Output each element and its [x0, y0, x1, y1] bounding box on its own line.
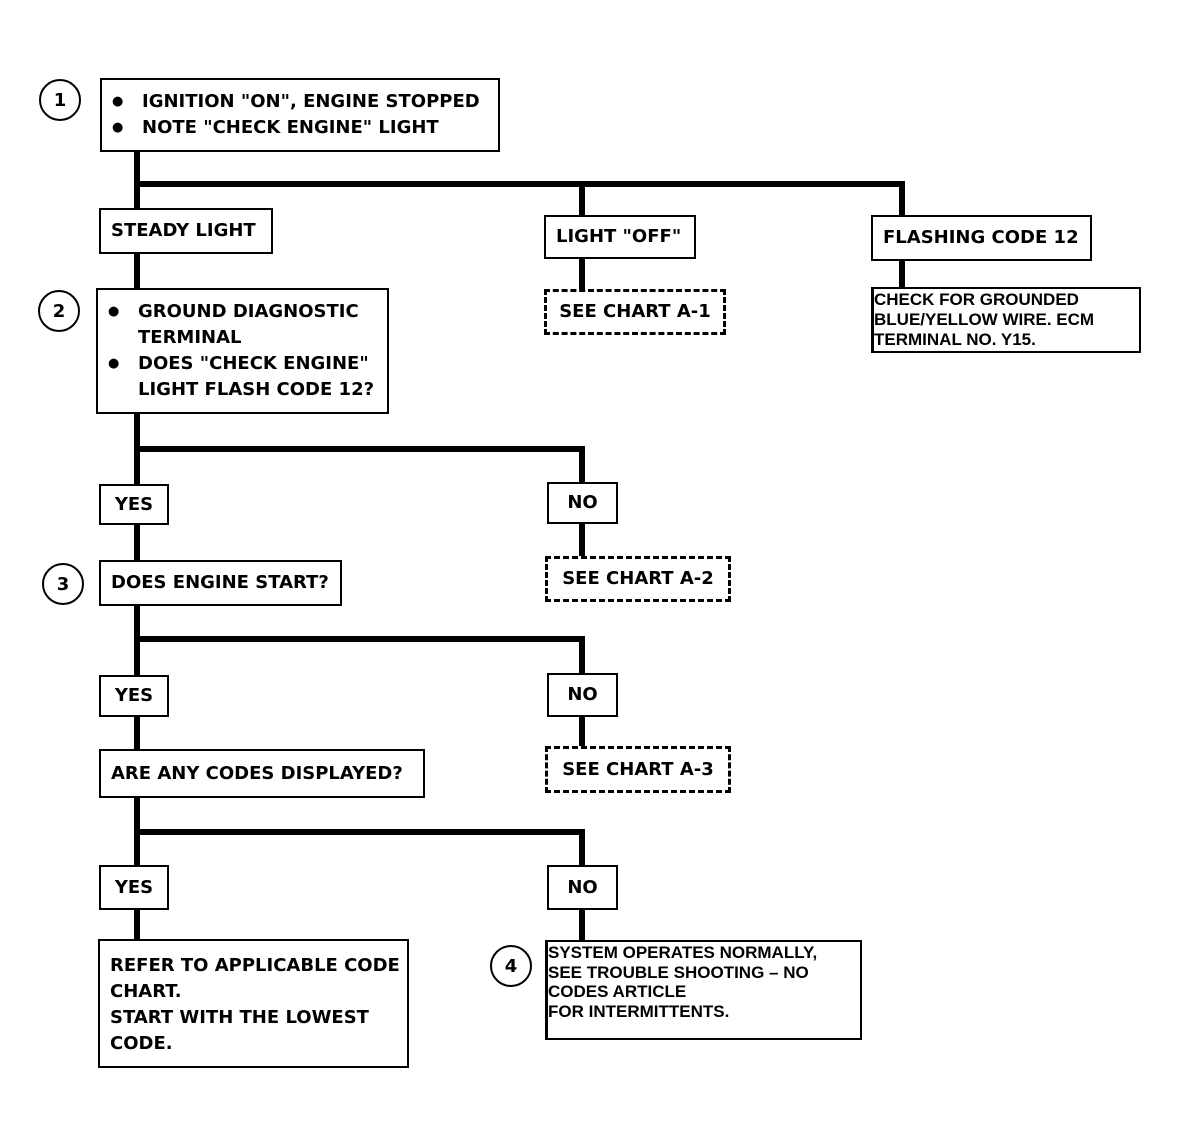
box3-no-box: NO [547, 673, 618, 717]
check-grounded-line-3: TERMINAL NO. Y15. [874, 330, 1036, 349]
see-chart-a2-box: SEE CHART A-2 [545, 556, 731, 602]
box-ignition-check: IGNITION "ON", ENGINE STOPPED NOTE "CHEC… [100, 78, 500, 152]
refer-line-1: REFER TO APPLICABLE CODE [110, 955, 400, 976]
box-codes-displayed-question: ARE ANY CODES DISPLAYED? [99, 749, 425, 798]
steady-light-box: STEADY LIGHT [99, 208, 273, 254]
box2-yes-box: YES [99, 484, 169, 525]
light-off-box: LIGHT "OFF" [544, 215, 696, 259]
system-operates-normally-box: SYSTEM OPERATES NORMALLY, SEE TROUBLE SH… [545, 940, 862, 1040]
check-grounded-line-2: BLUE/YELLOW WIRE. ECM [874, 310, 1095, 329]
see-chart-a1-box: SEE CHART A-1 [544, 289, 726, 335]
flash-code-question-line-2: LIGHT FLASH CODE 12? [138, 379, 375, 400]
refer-line-3: START WITH THE LOWEST [110, 1007, 369, 1028]
refer-code-chart-box: REFER TO APPLICABLE CODE CHART. START WI… [98, 939, 409, 1068]
check-grounded-line-1: CHECK FOR GROUNDED [874, 290, 1079, 309]
refer-line-2: CHART. [110, 981, 182, 1002]
box2-no-box: NO [547, 482, 618, 524]
refer-line-4: CODE. [110, 1033, 173, 1054]
step-1-marker: 1 [39, 79, 81, 121]
ignition-on-item: IGNITION "ON", ENGINE STOPPED [112, 89, 488, 115]
note-check-engine-item: NOTE "CHECK ENGINE" LIGHT [112, 115, 488, 141]
system-ok-line-3: CODES ARTICLE [548, 982, 687, 1001]
box3-yes-box: YES [99, 675, 169, 717]
system-ok-line-4: FOR INTERMITTENTS. [548, 1001, 730, 1021]
codes-no-box: NO [547, 865, 618, 910]
step-4-marker: 4 [490, 945, 532, 987]
ground-diagnostic-line-2: TERMINAL [138, 327, 242, 348]
box-ground-diagnostic: GROUND DIAGNOSTIC TERMINAL DOES "CHECK E… [96, 288, 389, 414]
box-engine-start-question: DOES ENGINE START? [99, 560, 342, 606]
check-grounded-wire-box: CHECK FOR GROUNDED BLUE/YELLOW WIRE. ECM… [871, 287, 1141, 353]
ground-diagnostic-item: GROUND DIAGNOSTIC TERMINAL [108, 299, 377, 351]
see-chart-a3-box: SEE CHART A-3 [545, 746, 731, 793]
flash-code-question-item: DOES "CHECK ENGINE" LIGHT FLASH CODE 12? [108, 351, 377, 403]
step-2-marker: 2 [38, 290, 80, 332]
flash-code-question-line-1: DOES "CHECK ENGINE" [138, 353, 369, 374]
step-3-marker: 3 [42, 563, 84, 605]
codes-yes-box: YES [99, 865, 169, 910]
system-ok-line-1: SYSTEM OPERATES NORMALLY, [548, 943, 818, 962]
system-ok-line-2: SEE TROUBLE SHOOTING – NO [548, 962, 809, 982]
ground-diagnostic-line-1: GROUND DIAGNOSTIC [138, 301, 359, 322]
flashing-code-12-box: FLASHING CODE 12 [871, 215, 1092, 261]
